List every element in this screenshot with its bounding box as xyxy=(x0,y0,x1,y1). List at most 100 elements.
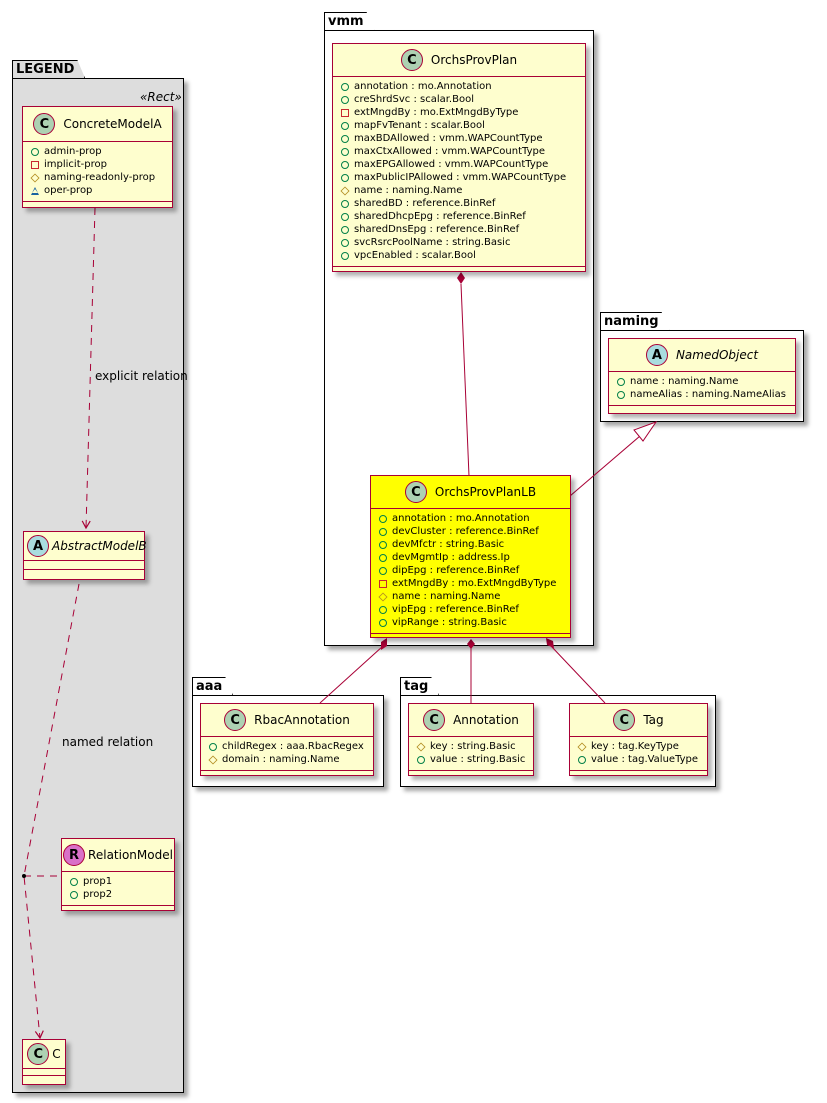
attribute-text: name : naming.Name xyxy=(630,376,739,387)
class-header: C Tag xyxy=(570,704,707,737)
class-header: C OrchsProvPlan xyxy=(333,44,585,77)
generalization-arrowhead xyxy=(633,420,658,442)
class-operations xyxy=(371,634,570,642)
class-attributes: name : naming.Name nameAlias : naming.Nam… xyxy=(609,372,795,406)
attribute-row: maxEPGAllowed : vmm.WAPCountType xyxy=(341,158,579,171)
attribute-text: value : string.Basic xyxy=(430,754,526,765)
attribute-row: domain : naming.Name xyxy=(208,753,367,766)
attribute-text: name : naming.Name xyxy=(354,185,463,196)
attribute-row: maxBDAllowed : vmm.WAPCountType xyxy=(341,132,579,145)
attribute-row: childRegex : aaa.RbacRegex xyxy=(209,740,367,753)
private-visibility-icon xyxy=(379,579,387,588)
class-rbac-annotation[interactable]: C RbacAnnotation childRegex : aaa.RbacRe… xyxy=(200,703,374,776)
attribute-row: name : naming.Name xyxy=(617,375,789,388)
attribute-text: childRegex : aaa.RbacRegex xyxy=(222,741,364,752)
attribute-text: domain : naming.Name xyxy=(222,754,340,765)
class-name: OrchsProvPlanLB xyxy=(434,485,537,499)
attribute-row: extMngdBy : mo.ExtMngdByType xyxy=(379,577,564,590)
explicit-relation-line xyxy=(81,207,96,530)
class-attributes: childRegex : aaa.RbacRegex domain : namin… xyxy=(201,737,373,771)
attribute-row: vipEpg : reference.BinRef xyxy=(379,603,564,616)
class-name: AbstractModelB xyxy=(52,539,147,553)
class-attributes: admin-prop implicit-prop naming-readonly… xyxy=(23,142,172,202)
attribute-row: devMgmtIp : address.Ip xyxy=(379,551,564,564)
class-header: A NamedObject xyxy=(609,339,795,372)
protected-visibility-icon xyxy=(378,591,388,602)
class-named-object[interactable]: A NamedObject name : naming.Name nameAlia… xyxy=(608,338,796,414)
legend-stereotype: «Rect» xyxy=(140,90,182,104)
attribute-row: prop1 xyxy=(70,875,168,888)
class-spot-icon: C xyxy=(33,113,56,135)
class-operations xyxy=(201,771,373,779)
public-visibility-icon xyxy=(341,212,349,221)
public-visibility-icon xyxy=(31,147,39,156)
class-spot-icon: C xyxy=(400,49,423,71)
public-visibility-icon xyxy=(341,238,349,247)
attribute-row: admin-prop xyxy=(31,145,166,158)
protected-visibility-icon xyxy=(208,754,218,765)
class-spot-icon: C xyxy=(613,709,636,731)
attribute-row: creShrdSvc : scalar.Bool xyxy=(341,93,579,106)
abstract-spot-icon: A xyxy=(27,535,49,557)
aaa-package-tab: aaa xyxy=(192,677,233,696)
class-header: R RelationModel xyxy=(62,839,174,872)
package-visibility-icon xyxy=(31,186,39,195)
class-operations xyxy=(609,406,795,414)
attribute-row: key : tag.KeyType xyxy=(577,740,701,753)
public-visibility-icon xyxy=(578,755,586,764)
attribute-row: name : naming.Name xyxy=(340,184,579,197)
attribute-text: maxBDAllowed : vmm.WAPCountType xyxy=(354,133,543,144)
public-visibility-icon xyxy=(617,390,625,399)
attribute-text: creShrdSvc : scalar.Bool xyxy=(354,94,474,105)
attribute-row: naming-readonly-prop xyxy=(30,171,166,184)
class-name: RbacAnnotation xyxy=(254,713,350,727)
class-header: A AbstractModelB xyxy=(24,532,147,561)
class-concrete-model-a[interactable]: C ConcreteModelA admin-prop implicit-pro… xyxy=(22,106,173,208)
private-visibility-icon xyxy=(341,108,349,117)
public-visibility-icon xyxy=(341,225,349,234)
public-visibility-icon xyxy=(379,605,387,614)
class-orchs-prov-plan[interactable]: C OrchsProvPlan annotation : mo.Annotati… xyxy=(332,43,586,272)
class-header: C C xyxy=(23,1040,65,1069)
attribute-text: sharedDnsEpg : reference.BinRef xyxy=(354,224,520,235)
tag-package-tab: tag xyxy=(400,677,439,696)
attribute-text: nameAlias : naming.NameAlias xyxy=(630,389,786,400)
protected-visibility-icon xyxy=(577,741,587,752)
attribute-row: maxCtxAllowed : vmm.WAPCountType xyxy=(341,145,579,158)
class-attributes: annotation : mo.Annotation creShrdSvc : s… xyxy=(333,77,585,267)
public-visibility-icon xyxy=(341,147,349,156)
public-visibility-icon xyxy=(379,618,387,627)
attribute-text: annotation : mo.Annotation xyxy=(354,81,492,92)
attribute-row: annotation : mo.Annotation xyxy=(379,512,564,525)
legend-package: LEGEND «Rect» xyxy=(12,60,184,1093)
naming-package-tab: naming xyxy=(600,312,670,331)
class-c[interactable]: C C xyxy=(22,1039,66,1085)
attribute-text: name : naming.Name xyxy=(392,591,501,602)
attribute-row: sharedDnsEpg : reference.BinRef xyxy=(341,223,579,236)
public-visibility-icon xyxy=(341,199,349,208)
public-visibility-icon xyxy=(417,755,425,764)
private-visibility-icon xyxy=(31,160,39,169)
class-orchs-prov-plan-lb[interactable]: C OrchsProvPlanLB annotation : mo.Annota… xyxy=(370,475,571,638)
composition-line-tag xyxy=(550,645,606,704)
public-visibility-icon xyxy=(617,377,625,386)
class-operations xyxy=(24,570,144,578)
public-visibility-icon xyxy=(341,134,349,143)
abstract-spot-icon: A xyxy=(645,344,668,366)
class-name: NamedObject xyxy=(675,348,759,362)
class-operations xyxy=(333,267,585,275)
class-operations xyxy=(570,771,707,779)
class-relation-model[interactable]: R RelationModel prop1 prop2 xyxy=(61,838,175,911)
attribute-text: mapFvTenant : scalar.Bool xyxy=(354,120,485,131)
class-abstract-model-b[interactable]: A AbstractModelB xyxy=(23,531,147,580)
protected-visibility-icon xyxy=(30,172,40,183)
attribute-text: vipRange : string.Basic xyxy=(392,617,507,628)
attribute-text: extMngdBy : mo.ExtMngdByType xyxy=(354,107,519,118)
public-visibility-icon xyxy=(341,251,349,260)
public-visibility-icon xyxy=(379,514,387,523)
